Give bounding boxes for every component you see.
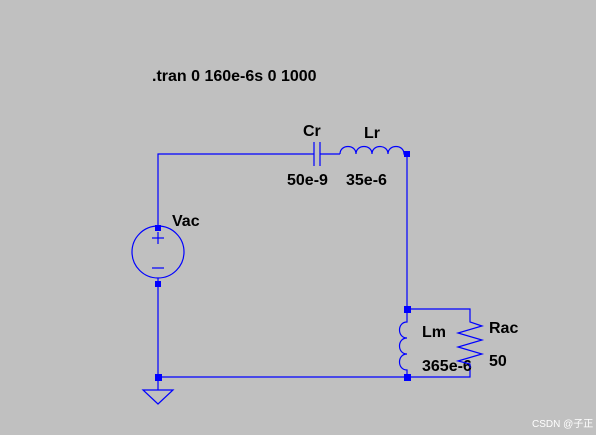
junction-dot <box>155 281 161 287</box>
lr-value-label: 35e-6 <box>346 172 387 189</box>
lm-value-label: 365e-6 <box>422 358 472 375</box>
wire-top-left[interactable] <box>157 153 310 228</box>
wires <box>157 153 471 390</box>
wire-parallel-top[interactable] <box>407 308 471 318</box>
cr-name-label: Cr <box>303 123 321 140</box>
junction-dot <box>404 151 410 157</box>
inductor-lm[interactable] <box>398 309 408 377</box>
junction-dot <box>155 374 162 381</box>
lm-name-label: Lm <box>422 324 446 341</box>
inductor-lr[interactable] <box>339 145 407 155</box>
junction-dot <box>404 306 411 313</box>
vac-name-label: Vac <box>172 213 200 230</box>
watermark: CSDN @子正 <box>532 418 593 430</box>
junctions <box>155 151 411 381</box>
rac-name-label: Rac <box>489 320 518 337</box>
lr-name-label: Lr <box>364 125 380 142</box>
junction-dot <box>155 225 161 231</box>
voltage-source-vac[interactable] <box>131 225 185 284</box>
cr-value-label: 50e-9 <box>287 172 328 189</box>
rac-value-label: 50 <box>489 353 507 370</box>
ground-icon[interactable] <box>141 389 175 405</box>
resistor-rac[interactable] <box>455 318 485 368</box>
capacitor-cr[interactable] <box>310 142 340 166</box>
wire-parallel-bottom[interactable] <box>407 368 471 378</box>
spice-directive[interactable]: .tran 0 160e-6s 0 1000 <box>152 68 317 85</box>
junction-dot <box>404 374 411 381</box>
